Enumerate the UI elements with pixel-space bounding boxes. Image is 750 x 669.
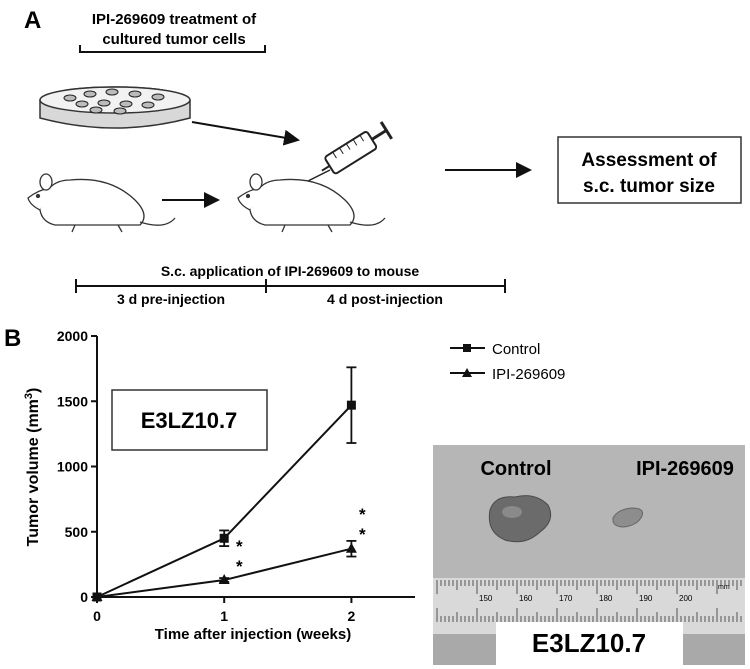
pre-injection-label: 3 d pre-injection	[117, 291, 225, 307]
point-1-1	[218, 574, 230, 585]
y-tick-label-1000: 1000	[57, 459, 88, 475]
ruler-ticks	[436, 580, 742, 622]
x-tick-label-0: 0	[93, 608, 101, 624]
significance-week2-a: *	[359, 505, 366, 524]
panel-b-label: B	[4, 325, 21, 352]
y-tick-label-0: 0	[80, 589, 88, 605]
y-axis-label: Tumor volume (mm3)	[23, 388, 42, 547]
assessment-line2: s.c. tumor size	[583, 176, 715, 197]
ruler-number-170: 170	[559, 594, 573, 603]
mouse-injected-icon	[237, 173, 386, 233]
mouse-pre-icon	[27, 173, 176, 233]
significance-week1-b: *	[236, 557, 243, 576]
application-label: S.c. application of IPI-269609 to mouse	[161, 263, 420, 279]
tumor-photo: Control IPI-269609 mm 150 160 170 180 19…	[433, 445, 745, 666]
panel-a-label: A	[24, 7, 41, 34]
photo-ipi-label: IPI-269609	[636, 458, 734, 480]
dish-to-syringe-arrow	[191, 121, 300, 146]
ruler-number-160: 160	[519, 594, 533, 603]
treatment-title-line2: cultured tumor cells	[102, 31, 245, 48]
legend-ipi-label: IPI-269609	[492, 366, 565, 383]
petri-dish-icon	[39, 86, 191, 129]
post-injection-label: 4 d post-injection	[327, 291, 443, 307]
y-ticks: 0 500 1000 1500 2000	[57, 328, 97, 605]
legend: Control IPI-269609	[450, 341, 565, 383]
treatment-title-line1: IPI-269609 treatment of	[92, 11, 257, 28]
point-1-0	[91, 591, 103, 601]
series-line-1	[96, 547, 352, 598]
inset-label-box	[111, 389, 268, 451]
assessment-box	[557, 136, 742, 204]
assessment-line1: Assessment of	[581, 150, 717, 171]
y-tick-label-1500: 1500	[57, 393, 88, 409]
ruler-number-150: 150	[479, 594, 493, 603]
legend-ipi-marker	[462, 368, 472, 377]
photo-caption: E3LZ10.7	[532, 628, 646, 658]
ruler-number-200: 200	[679, 594, 693, 603]
photo-control-label: Control	[480, 458, 551, 480]
inset-label: E3LZ10.7	[141, 408, 238, 433]
x-axis-label: Time after injection (weeks)	[155, 626, 351, 643]
ruler-number-190: 190	[639, 594, 653, 603]
significance-week1-a: *	[236, 537, 243, 556]
x-tick-label-1: 1	[220, 608, 228, 624]
series-layer	[91, 366, 357, 602]
y-tick-label-500: 500	[65, 524, 89, 540]
point-1-2	[345, 542, 357, 553]
control-tumor	[488, 495, 552, 543]
significance-week2-b: *	[359, 525, 366, 544]
ruler-number-180: 180	[599, 594, 613, 603]
treatment-bracket	[79, 45, 266, 53]
point-0-1	[219, 533, 229, 543]
photo-caption-box	[496, 622, 683, 666]
x-tick-label-2: 2	[348, 608, 356, 624]
legend-control-label: Control	[492, 341, 540, 358]
syringe-icon	[289, 121, 393, 191]
ruler-unit: mm	[718, 584, 730, 591]
x-ticks: 0 1 2	[93, 597, 356, 624]
point-0-2	[346, 400, 356, 410]
treated-tumor	[612, 507, 643, 528]
y-tick-label-2000: 2000	[57, 328, 88, 344]
legend-control-marker	[463, 344, 471, 352]
chart-area: 0 500 1000 1500 2000 0 1 2	[57, 328, 415, 624]
